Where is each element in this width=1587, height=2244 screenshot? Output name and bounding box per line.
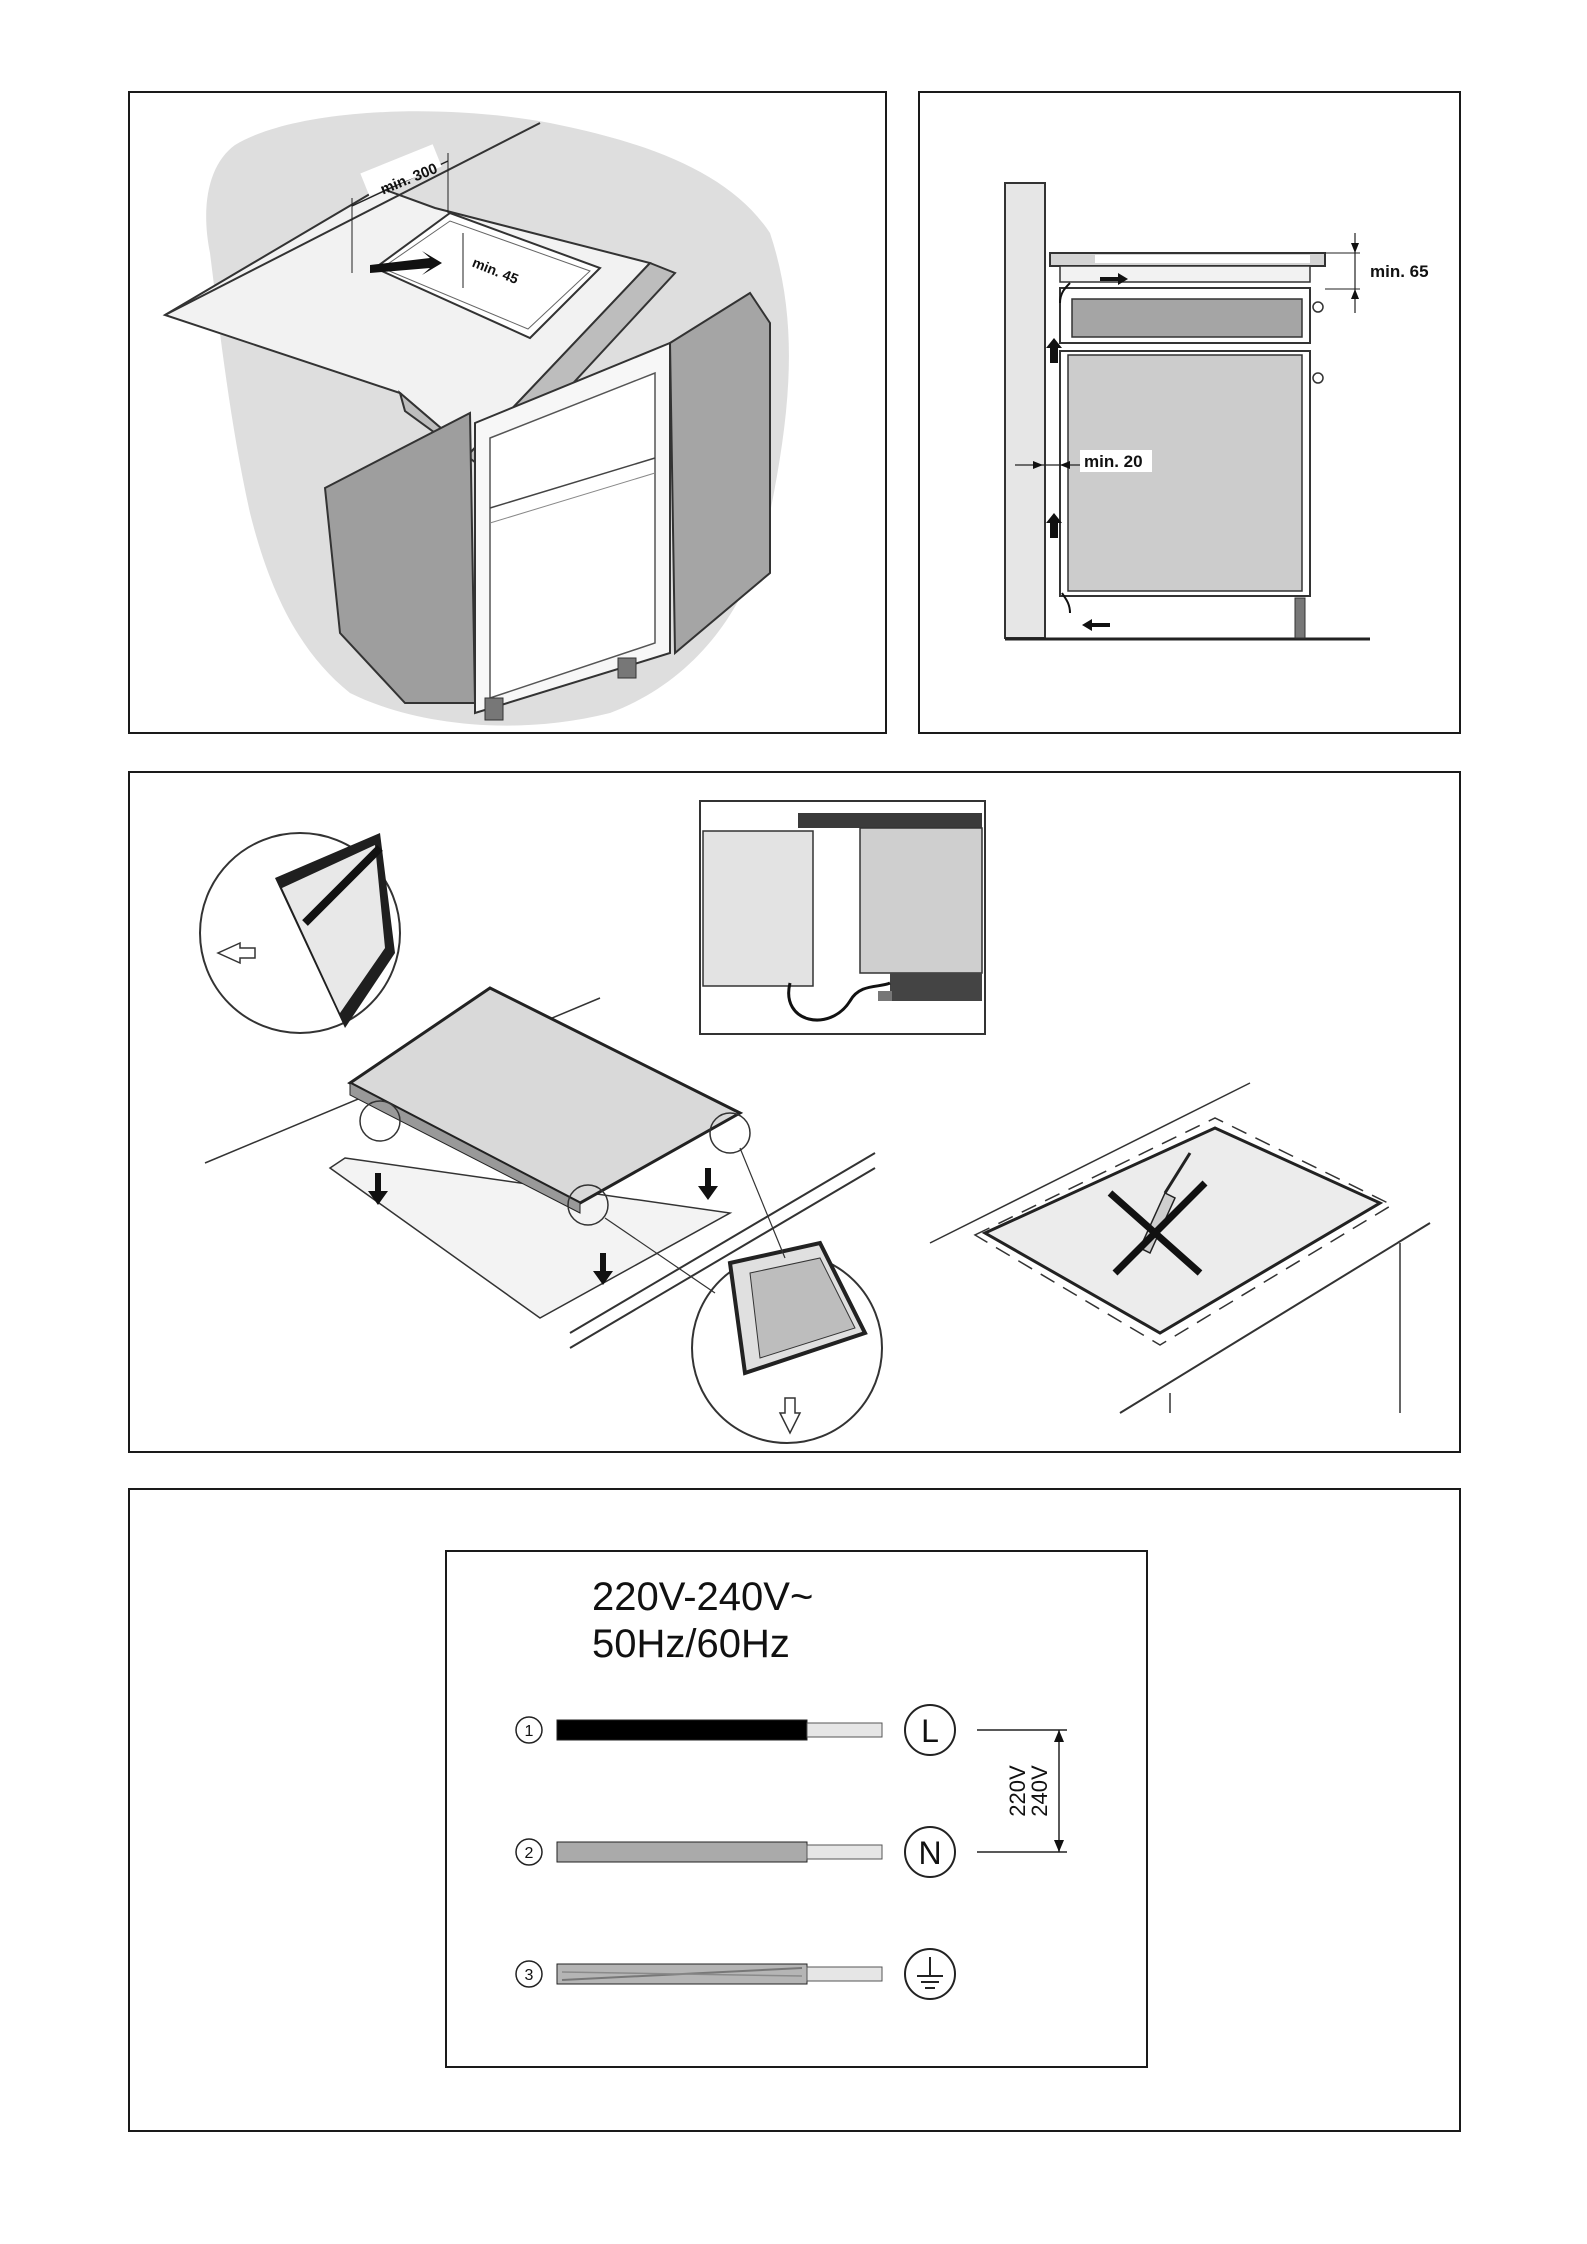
wire-number-1-text: 1: [525, 1723, 534, 1740]
frequency-text: 50Hz/60Hz: [592, 1622, 790, 1666]
terminal-n-text: N: [918, 1835, 941, 1871]
wire-1-strip: [807, 1723, 882, 1737]
wire-2-strip: [807, 1845, 882, 1859]
wire-3-strip: [807, 1967, 882, 1981]
installation-illustration: [130, 773, 1459, 1451]
voltage-label-240: 240V: [1027, 1765, 1052, 1817]
dim-min-20-label: min. 20: [1084, 452, 1143, 471]
panel-electrical-connection: 220V-240V~ 50Hz/60Hz 1 L 2 N 3: [128, 1488, 1461, 2132]
wiring-diagram: 220V-240V~ 50Hz/60Hz 1 L 2 N 3: [447, 1552, 1146, 2066]
wire-number-3-text: 3: [525, 1967, 534, 1984]
down-arrow: [698, 1168, 718, 1200]
panel-hob-installation: [128, 771, 1461, 1453]
voltage-text: 220V-240V~: [592, 1575, 813, 1619]
wire-1-black: [557, 1720, 807, 1740]
panel-ventilation-section: min. 65 min. 20: [918, 91, 1461, 734]
dim-min-65-label: min. 65: [1370, 262, 1429, 281]
hob-outline-sealing: [985, 1128, 1380, 1333]
cutout-illustration: min. 300 min. 45: [130, 93, 885, 732]
airflow-left-arrow: [1082, 619, 1110, 631]
wire-2-grey: [557, 1842, 807, 1862]
ventilation-illustration: min. 65 min. 20: [920, 93, 1459, 732]
wiring-diagram-box: 220V-240V~ 50Hz/60Hz 1 L 2 N 3: [445, 1550, 1148, 2068]
terminal-l-text: L: [921, 1713, 939, 1749]
panel-cutout-perspective: min. 300 min. 45: [128, 91, 887, 734]
wire-number-2-text: 2: [525, 1845, 534, 1862]
